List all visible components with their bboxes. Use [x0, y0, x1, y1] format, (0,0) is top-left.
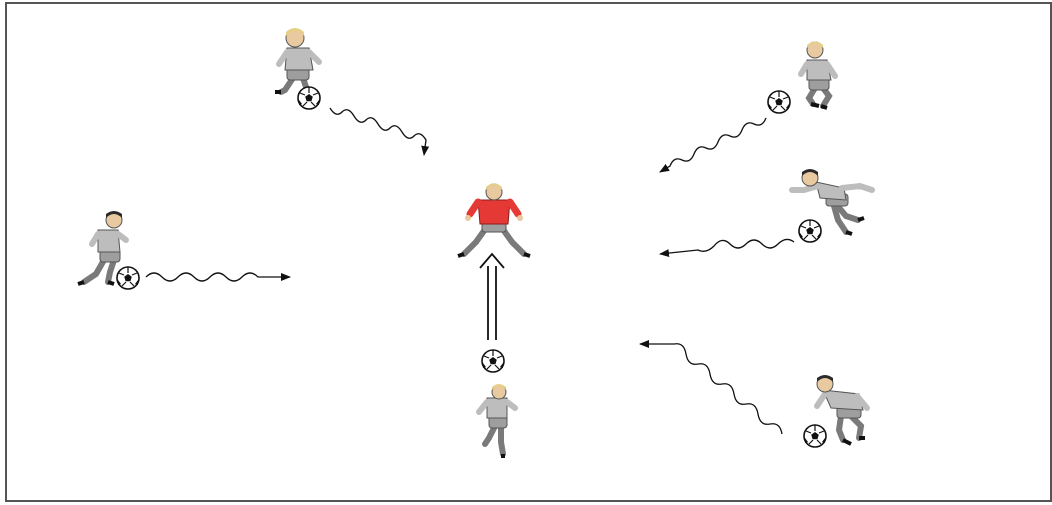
dribble-arrow-right-middle: [659, 238, 795, 258]
ball-top-left: [297, 86, 321, 110]
dribble-arrow-top-left: [329, 107, 430, 156]
attacker-right-middle: [789, 169, 875, 236]
attacker-bottom-center: [476, 384, 518, 458]
defender-center: [457, 183, 531, 258]
attacker-left: [77, 211, 129, 286]
dribble-arrow-bottom-right: [639, 340, 783, 435]
field-boundary: [5, 2, 1052, 502]
dribble-arrow-left: [145, 272, 291, 282]
ball-left: [116, 266, 140, 290]
attacker-top-left: [275, 28, 322, 98]
ball-bottom-right: [803, 424, 827, 448]
pass-arrow-center: [479, 252, 505, 340]
ball-bottom-center: [481, 349, 505, 373]
ball-top-right: [767, 90, 791, 114]
dribble-arrow-top-right: [659, 117, 767, 173]
ball-right-middle: [798, 219, 822, 243]
attacker-bottom-right: [814, 375, 870, 446]
attacker-top-right: [798, 41, 838, 110]
